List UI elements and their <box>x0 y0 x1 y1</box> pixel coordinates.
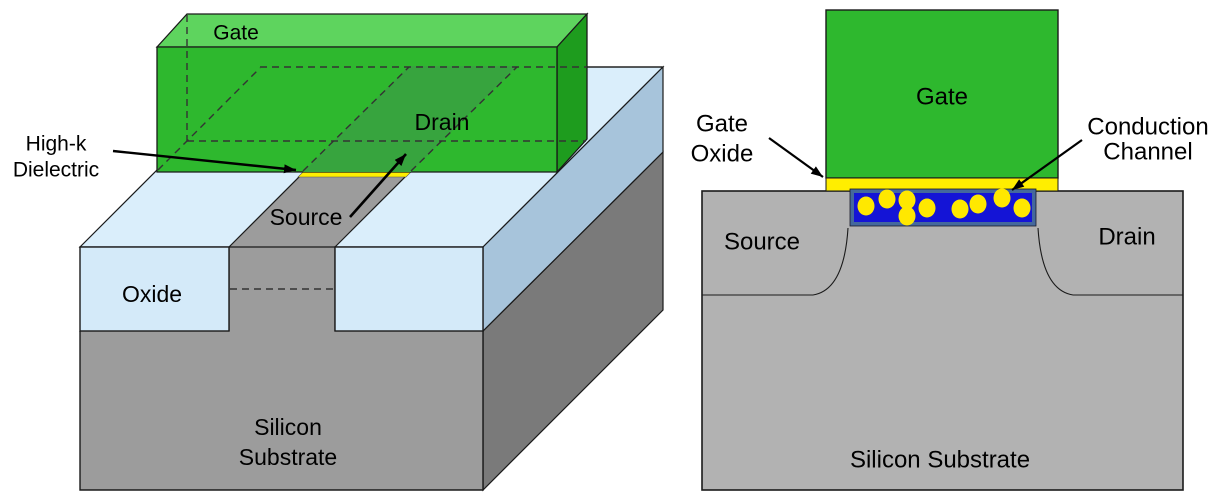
oxide-front-left <box>79 246 230 332</box>
silicon-substrate-label-line1: Silicon <box>254 414 322 440</box>
hidden-edges <box>157 15 587 290</box>
gate-oxide-pointer-arrow <box>768 137 824 178</box>
mosfet-cross-section-diagram: Gate Gate Oxide Conduction Channel Sourc… <box>691 9 1209 491</box>
substrate-body <box>701 190 1184 491</box>
gate-oxide-label-line2: Oxide <box>691 141 754 168</box>
carrier-electron <box>878 189 896 209</box>
source-label: Source <box>724 229 800 256</box>
drain-label: Drain <box>1098 224 1155 251</box>
conduction-channel-pointer-arrow <box>1011 139 1083 191</box>
drain-direction-arrow <box>349 153 407 218</box>
highk-pointer-arrow <box>112 149 297 174</box>
carrier-electron <box>857 196 875 216</box>
carrier-electron <box>951 199 969 219</box>
channel-carriers <box>857 188 1031 226</box>
substrate-front-face <box>80 331 483 490</box>
gate-electrode <box>825 9 1059 179</box>
gate-oxide-label-line1: Gate <box>696 111 748 138</box>
conduction-channel-label-line2: Channel <box>1103 139 1192 166</box>
highk-label-line1: High-k <box>26 133 87 156</box>
carrier-electron <box>969 194 987 214</box>
carrier-electron <box>898 190 916 210</box>
gate-label: Gate <box>213 22 259 45</box>
oxide-front-right <box>334 246 484 332</box>
fin-band-through-gate <box>303 66 517 172</box>
junction-boundaries <box>702 227 1183 296</box>
finfet-3d-diagram: Gate Drain Source High-k Dielectric Oxid… <box>13 12 665 492</box>
carrier-electron <box>1013 198 1031 218</box>
source-label: Source <box>270 204 343 230</box>
drain-label: Drain <box>415 109 470 135</box>
substrate-front-outline <box>79 331 484 491</box>
highk-label-line2: Dielectric <box>13 159 99 182</box>
highk-dielectric-strip <box>297 171 412 178</box>
conduction-channel-label-line1: Conduction <box>1087 114 1208 141</box>
gate-label: Gate <box>916 84 968 111</box>
oxide-label: Oxide <box>122 281 182 307</box>
carrier-electron <box>918 198 936 218</box>
silicon-substrate-label: Silicon Substrate <box>850 447 1030 474</box>
carrier-electron <box>898 206 916 226</box>
carrier-electron <box>993 188 1011 208</box>
silicon-substrate-label-line2: Substrate <box>239 444 337 470</box>
